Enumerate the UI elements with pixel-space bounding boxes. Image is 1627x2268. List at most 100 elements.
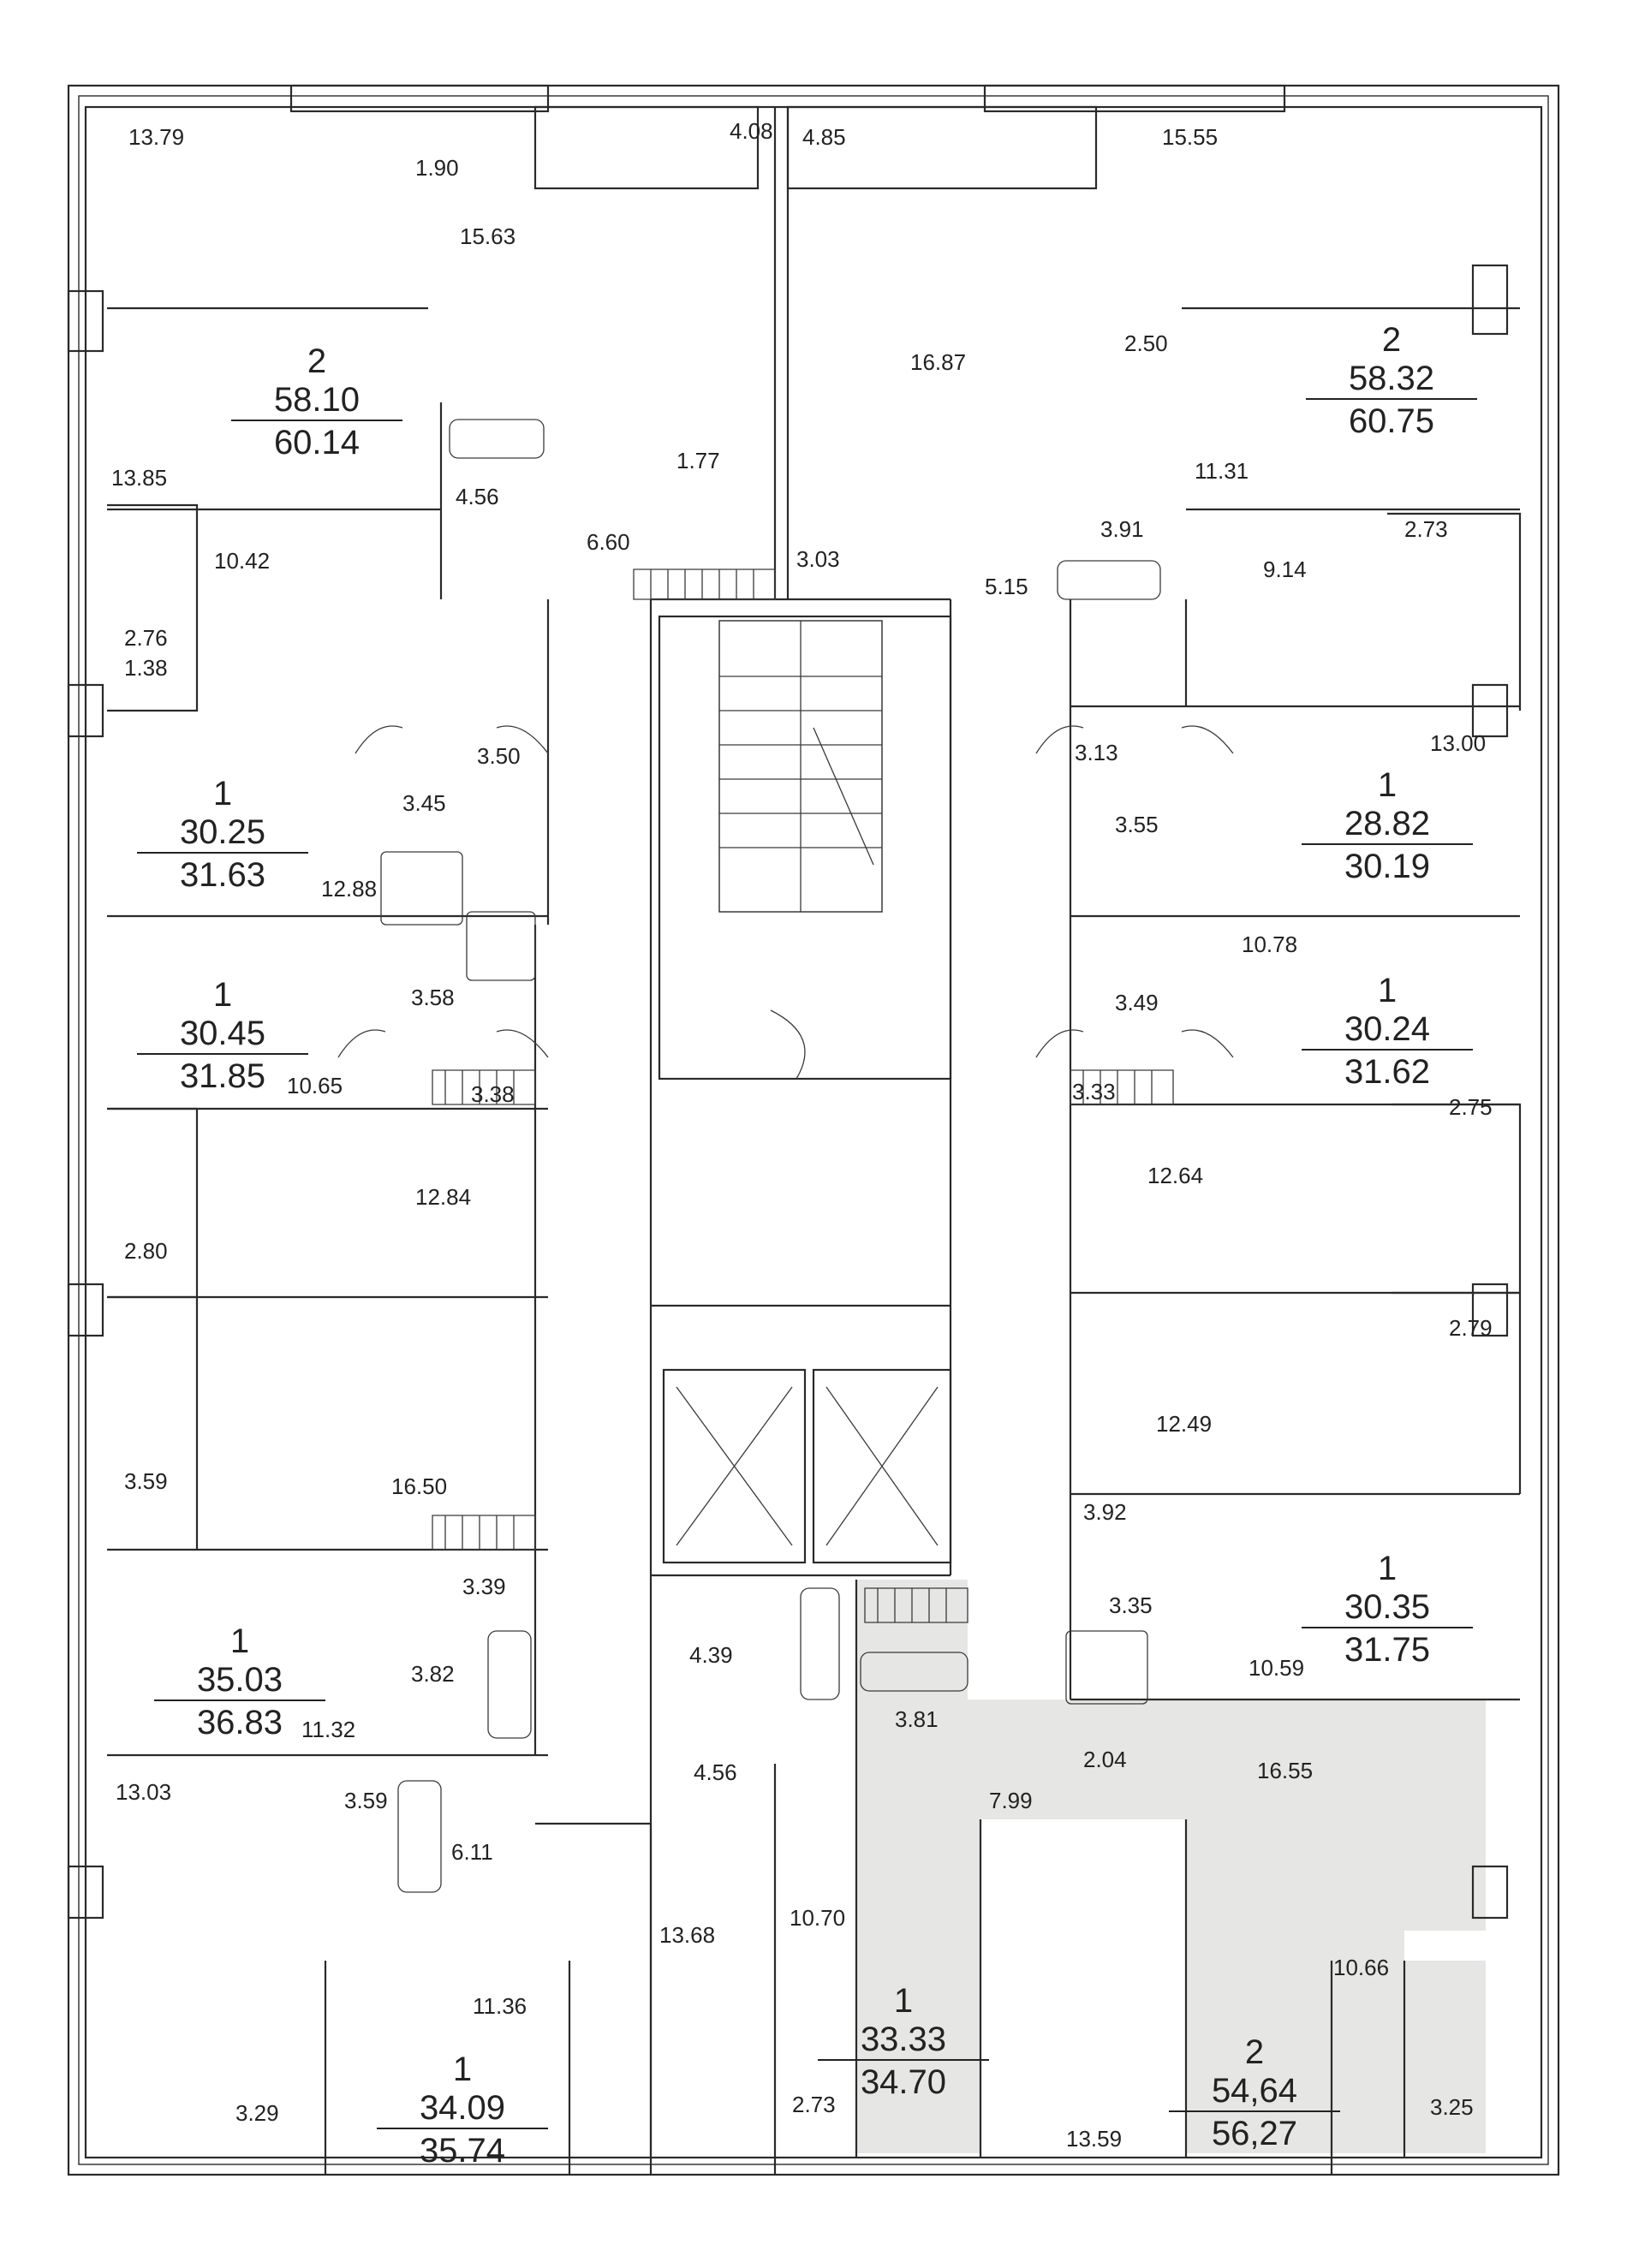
apartment-living-area: 54,64	[1169, 2071, 1340, 2112]
apartment-total-area: 30.19	[1344, 848, 1431, 885]
door-swings	[337, 725, 1234, 1080]
room-area-label: 12.49	[1156, 1411, 1213, 1437]
interior-walls	[107, 107, 1522, 2175]
apartment-total-area: 31.75	[1344, 1631, 1431, 1669]
apartment-total-area: 31.62	[1344, 1053, 1431, 1091]
apartment-a2: 2 58.32 60.75	[1306, 321, 1477, 443]
apartment-rooms: 1	[1377, 766, 1398, 804]
room-area-label: 15.55	[1162, 124, 1219, 150]
room-area-label: 10.70	[790, 1905, 846, 1931]
room-area-label: 3.13	[1075, 740, 1118, 765]
room-area-label: 16.55	[1257, 1758, 1314, 1783]
room-area-label: 11.32	[301, 1717, 356, 1742]
room-area-label: 3.58	[411, 985, 455, 1010]
room-area-label: 4.56	[694, 1759, 737, 1785]
room-area-label: 13.68	[659, 1922, 716, 1948]
room-area-label: 3.50	[477, 743, 521, 769]
room-area-label: 2.73	[1404, 516, 1448, 542]
room-area-label: 3.91	[1100, 516, 1144, 542]
room-area-label: 10.78	[1242, 932, 1298, 957]
room-area-label: 2.76	[124, 625, 168, 651]
room-area-label: 11.31	[1195, 458, 1249, 484]
room-area-label: 16.50	[391, 1473, 448, 1499]
apartment-rooms: 1	[212, 775, 233, 813]
room-area-label: 13.79	[128, 124, 185, 150]
apartment-a7: 1 30.35 31.75	[1302, 1550, 1473, 1671]
room-area-label: 3.33	[1072, 1079, 1116, 1104]
highlighted-apartment-fill	[856, 1580, 1486, 2153]
apartment-a3: 1 30.25 31.63	[137, 775, 308, 896]
room-area-label: 13.03	[116, 1779, 172, 1805]
room-area-label: 3.45	[402, 790, 446, 816]
room-area-label: 1.77	[676, 448, 720, 473]
room-area-label: 10.66	[1333, 1955, 1390, 1980]
room-area-label: 6.60	[587, 529, 630, 555]
room-area-label: 3.59	[344, 1788, 388, 1813]
room-area-label: 16.87	[910, 349, 967, 375]
top-facade	[67, 84, 1509, 1920]
room-area-label: 9.14	[1263, 557, 1307, 582]
apartment-total-area: 31.63	[179, 856, 266, 894]
room-area-label: 3.25	[1430, 2094, 1474, 2120]
room-area-label: 10.59	[1249, 1655, 1305, 1681]
apartment-a1: 2 58.10 60.14	[231, 342, 402, 464]
room-area-label: 3.29	[235, 2100, 279, 2126]
apartment-a11: 2 54,64 56,27	[1169, 2033, 1340, 2155]
room-area-label: 12.84	[415, 1184, 472, 1210]
apartment-living-area: 34.09	[377, 2088, 548, 2129]
room-area-label: 4.85	[802, 124, 846, 150]
apartment-rooms: 1	[1377, 1550, 1398, 1587]
apartment-rooms: 2	[307, 342, 327, 380]
room-area-label: 3.59	[124, 1468, 168, 1494]
apartment-total-area: 31.85	[179, 1057, 266, 1095]
room-area-label: 4.56	[456, 484, 499, 509]
elevator-shafts	[662, 1368, 952, 1564]
apartment-rooms: 1	[452, 2051, 473, 2088]
apartment-living-area: 35.03	[154, 1660, 325, 1701]
apartment-total-area: 35.74	[419, 2132, 506, 2170]
room-area-label: 12.88	[321, 876, 378, 902]
apartment-a5: 1 30.45 31.85	[137, 976, 308, 1098]
room-area-label: 2.75	[1449, 1094, 1493, 1120]
apartment-living-area: 58.10	[231, 380, 402, 421]
ventilation-grilles	[432, 568, 1174, 1623]
apartment-living-area: 33.33	[818, 2020, 989, 2061]
room-area-label: 2.79	[1449, 1315, 1493, 1341]
room-area-label: 1.90	[415, 155, 459, 181]
room-area-label: 15.63	[460, 223, 516, 249]
room-area-label: 2.73	[792, 2092, 836, 2117]
apartment-a6: 1 30.24 31.62	[1302, 972, 1473, 1093]
stair-core	[658, 615, 952, 1080]
apartment-total-area: 56,27	[1211, 2115, 1298, 2152]
apartment-living-area: 28.82	[1302, 804, 1473, 845]
bathroom-fixtures	[380, 419, 1161, 1893]
room-area-label: 2.04	[1083, 1747, 1127, 1772]
apartment-living-area: 30.45	[137, 1014, 308, 1055]
room-area-label: 4.39	[689, 1642, 733, 1668]
room-area-label: 3.03	[796, 546, 840, 572]
room-area-label: 3.49	[1115, 990, 1159, 1015]
apartment-living-area: 58.32	[1306, 359, 1477, 400]
room-area-label: 6.11	[451, 1839, 493, 1865]
apartment-living-area: 30.24	[1302, 1009, 1473, 1051]
room-area-label: 13.59	[1066, 2126, 1123, 2152]
room-area-label: 5.15	[985, 574, 1028, 599]
room-area-label: 1.38	[124, 655, 168, 681]
apartment-living-area: 30.35	[1302, 1587, 1473, 1628]
room-area-label: 11.36	[473, 1993, 527, 2019]
apartment-a10: 1 34.09 35.74	[377, 2051, 548, 2172]
room-area-label: 12.64	[1147, 1163, 1204, 1188]
apartment-rooms: 1	[1377, 972, 1398, 1009]
apartment-a8: 1 35.03 36.83	[154, 1622, 325, 1744]
room-area-label: 3.38	[471, 1081, 515, 1107]
apartment-total-area: 60.75	[1348, 402, 1435, 440]
apartment-rooms: 2	[1244, 2033, 1265, 2071]
apartment-rooms: 1	[212, 976, 233, 1014]
room-area-label: 10.42	[214, 548, 271, 574]
room-area-label: 7.99	[989, 1788, 1033, 1813]
room-area-label: 13.85	[111, 465, 168, 491]
apartment-rooms: 1	[229, 1622, 250, 1660]
apartment-total-area: 60.14	[273, 424, 361, 461]
apartment-living-area: 30.25	[137, 813, 308, 854]
